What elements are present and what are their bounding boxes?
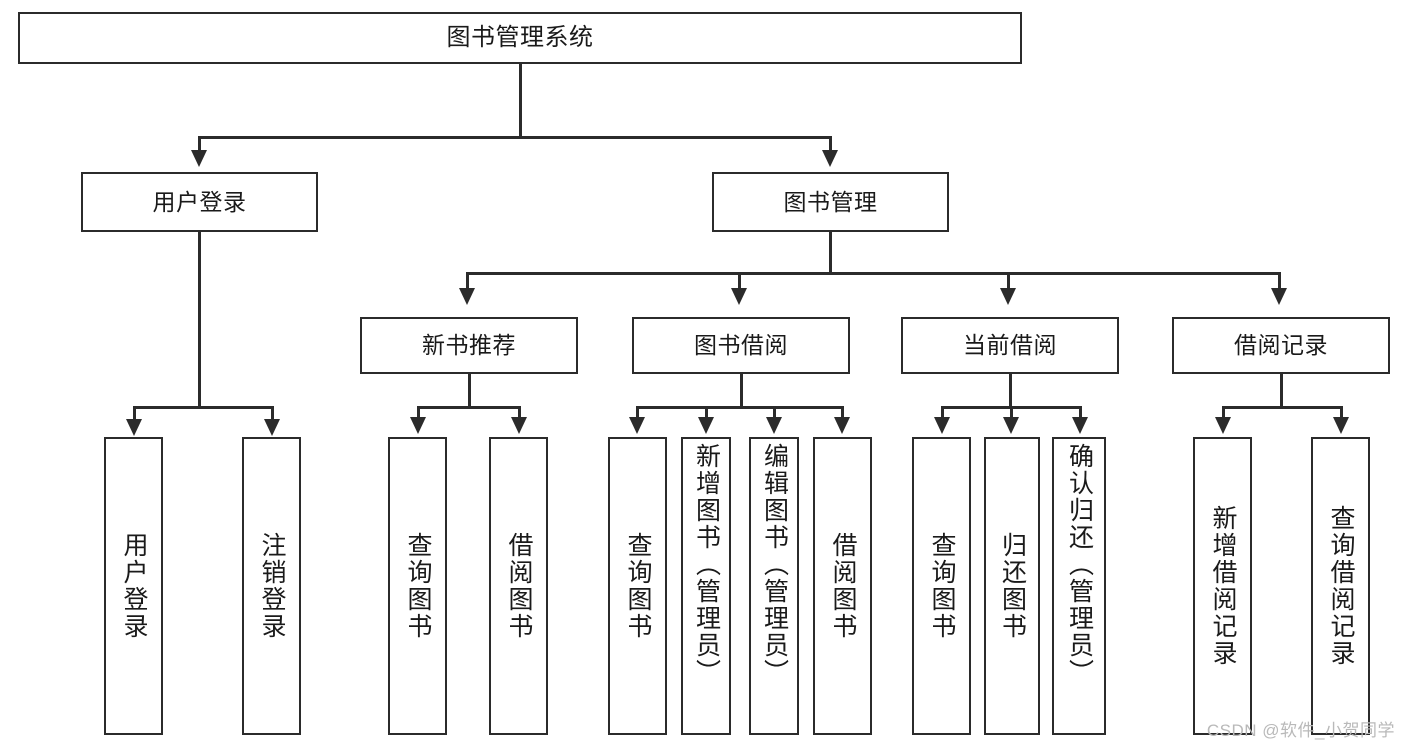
leaf-borrow-book-recommend[interactable]: 借阅图书: [489, 437, 548, 735]
node-label: 当前借阅: [963, 332, 1057, 359]
arrow-to-bb-leaf-3: [766, 417, 782, 434]
node-label: 归还图书: [998, 532, 1027, 640]
node-label: 编辑图书（管理员）: [760, 443, 789, 686]
node-user-login[interactable]: 用户登录: [81, 172, 318, 232]
connector-cb-leaf-1: [941, 406, 944, 422]
connector-user-login-bus: [133, 406, 273, 409]
connector-book-borrow-stem: [740, 374, 743, 408]
connector-new-book-recommend-stem: [468, 374, 471, 408]
leaf-add-book-admin[interactable]: 新增图书（管理员）: [681, 437, 731, 735]
connector-bb-leaf-4: [841, 406, 844, 422]
connector-book-borrow-bus: [636, 406, 843, 409]
node-current-borrow[interactable]: 当前借阅: [901, 317, 1119, 374]
connector-to-borrow-records: [1278, 272, 1281, 294]
connector-nbr-leaf-1: [417, 406, 420, 422]
connector-root-to-book-management: [829, 136, 832, 156]
connector-nbr-leaf-2: [518, 406, 521, 422]
connector-root-to-user-login: [198, 136, 201, 156]
node-label: 图书借阅: [694, 332, 788, 359]
node-label: 图书管理: [783, 188, 878, 215]
arrow-to-new-book-recommend: [459, 288, 475, 305]
connector-borrow-records-bus: [1222, 406, 1342, 409]
arrow-to-cb-leaf-1: [934, 417, 950, 434]
arrow-to-br-leaf-1: [1215, 417, 1231, 434]
leaf-query-borrow-record[interactable]: 查询借阅记录: [1311, 437, 1370, 735]
node-label: 查询借阅记录: [1327, 505, 1355, 667]
arrow-to-book-borrow: [731, 288, 747, 305]
arrow-to-bb-leaf-4: [834, 417, 850, 434]
connector-root-stem: [519, 64, 522, 136]
leaf-query-book-borrow[interactable]: 查询图书: [608, 437, 667, 735]
arrow-to-cb-leaf-2: [1003, 417, 1019, 434]
leaf-query-book-recommend[interactable]: 查询图书: [388, 437, 447, 735]
connector-current-borrow-stem: [1009, 374, 1012, 408]
arrow-to-user-login-leaf: [126, 419, 142, 436]
arrow-to-cb-leaf-3: [1072, 417, 1088, 434]
connector-root-bus: [198, 136, 832, 139]
leaf-return-book[interactable]: 归还图书: [984, 437, 1040, 735]
node-label: 用户登录: [152, 188, 247, 215]
arrow-to-user-login: [191, 150, 207, 167]
connector-user-login-to-leaf-2: [271, 406, 274, 424]
connector-bb-leaf-1: [636, 406, 639, 422]
leaf-query-book-current[interactable]: 查询图书: [912, 437, 971, 735]
node-label: 图书管理系统: [446, 24, 594, 52]
arrow-to-nbr-leaf-2: [511, 417, 527, 434]
node-book-borrow[interactable]: 图书借阅: [632, 317, 850, 374]
connector-new-book-recommend-bus: [417, 406, 520, 409]
connector-cb-leaf-2: [1010, 406, 1013, 422]
connector-bb-leaf-2: [705, 406, 708, 422]
node-borrow-records[interactable]: 借阅记录: [1172, 317, 1390, 374]
leaf-user-login[interactable]: 用户登录: [104, 437, 163, 735]
node-root-book-management-system[interactable]: 图书管理系统: [18, 12, 1022, 64]
connector-borrow-records-stem: [1280, 374, 1283, 408]
node-label: 借阅记录: [1234, 332, 1328, 359]
node-new-book-recommend[interactable]: 新书推荐: [360, 317, 578, 374]
node-label: 确认归还（管理员）: [1065, 443, 1094, 686]
connector-to-new-book-recommend: [466, 272, 469, 294]
leaf-edit-book-admin[interactable]: 编辑图书（管理员）: [749, 437, 799, 735]
connector-br-leaf-1: [1222, 406, 1225, 422]
arrow-to-br-leaf-2: [1333, 417, 1349, 434]
connector-user-login-to-leaf-1: [133, 406, 136, 424]
arrow-to-bb-leaf-2: [698, 417, 714, 434]
connector-book-management-stem: [829, 232, 832, 274]
node-label: 借阅图书: [505, 532, 533, 640]
node-label: 查询图书: [404, 532, 432, 640]
leaf-borrow-book[interactable]: 借阅图书: [813, 437, 872, 735]
node-label: 新书推荐: [422, 332, 516, 359]
connector-user-login-stem: [198, 232, 201, 408]
node-label: 新增借阅记录: [1209, 505, 1237, 667]
connector-to-current-borrow: [1007, 272, 1010, 294]
connector-bb-leaf-3: [773, 406, 776, 422]
leaf-logout[interactable]: 注销登录: [242, 437, 301, 735]
node-label: 注销登录: [258, 532, 286, 640]
arrow-to-borrow-records: [1271, 288, 1287, 305]
arrow-to-nbr-leaf-1: [410, 417, 426, 434]
node-label: 新增图书（管理员）: [692, 443, 721, 686]
node-label: 查询图书: [928, 532, 956, 640]
node-label: 用户登录: [120, 532, 148, 640]
connector-cb-leaf-3: [1079, 406, 1082, 422]
arrow-to-logout-leaf: [264, 419, 280, 436]
leaf-confirm-return-admin[interactable]: 确认归还（管理员）: [1052, 437, 1106, 735]
node-book-management[interactable]: 图书管理: [712, 172, 949, 232]
connector-to-book-borrow: [738, 272, 741, 294]
arrow-to-book-management: [822, 150, 838, 167]
arrow-to-current-borrow: [1000, 288, 1016, 305]
arrow-to-bb-leaf-1: [629, 417, 645, 434]
connector-book-management-bus: [466, 272, 1278, 275]
connector-br-leaf-2: [1340, 406, 1343, 422]
node-label: 借阅图书: [829, 532, 857, 640]
node-label: 查询图书: [624, 532, 652, 640]
leaf-add-borrow-record[interactable]: 新增借阅记录: [1193, 437, 1252, 735]
